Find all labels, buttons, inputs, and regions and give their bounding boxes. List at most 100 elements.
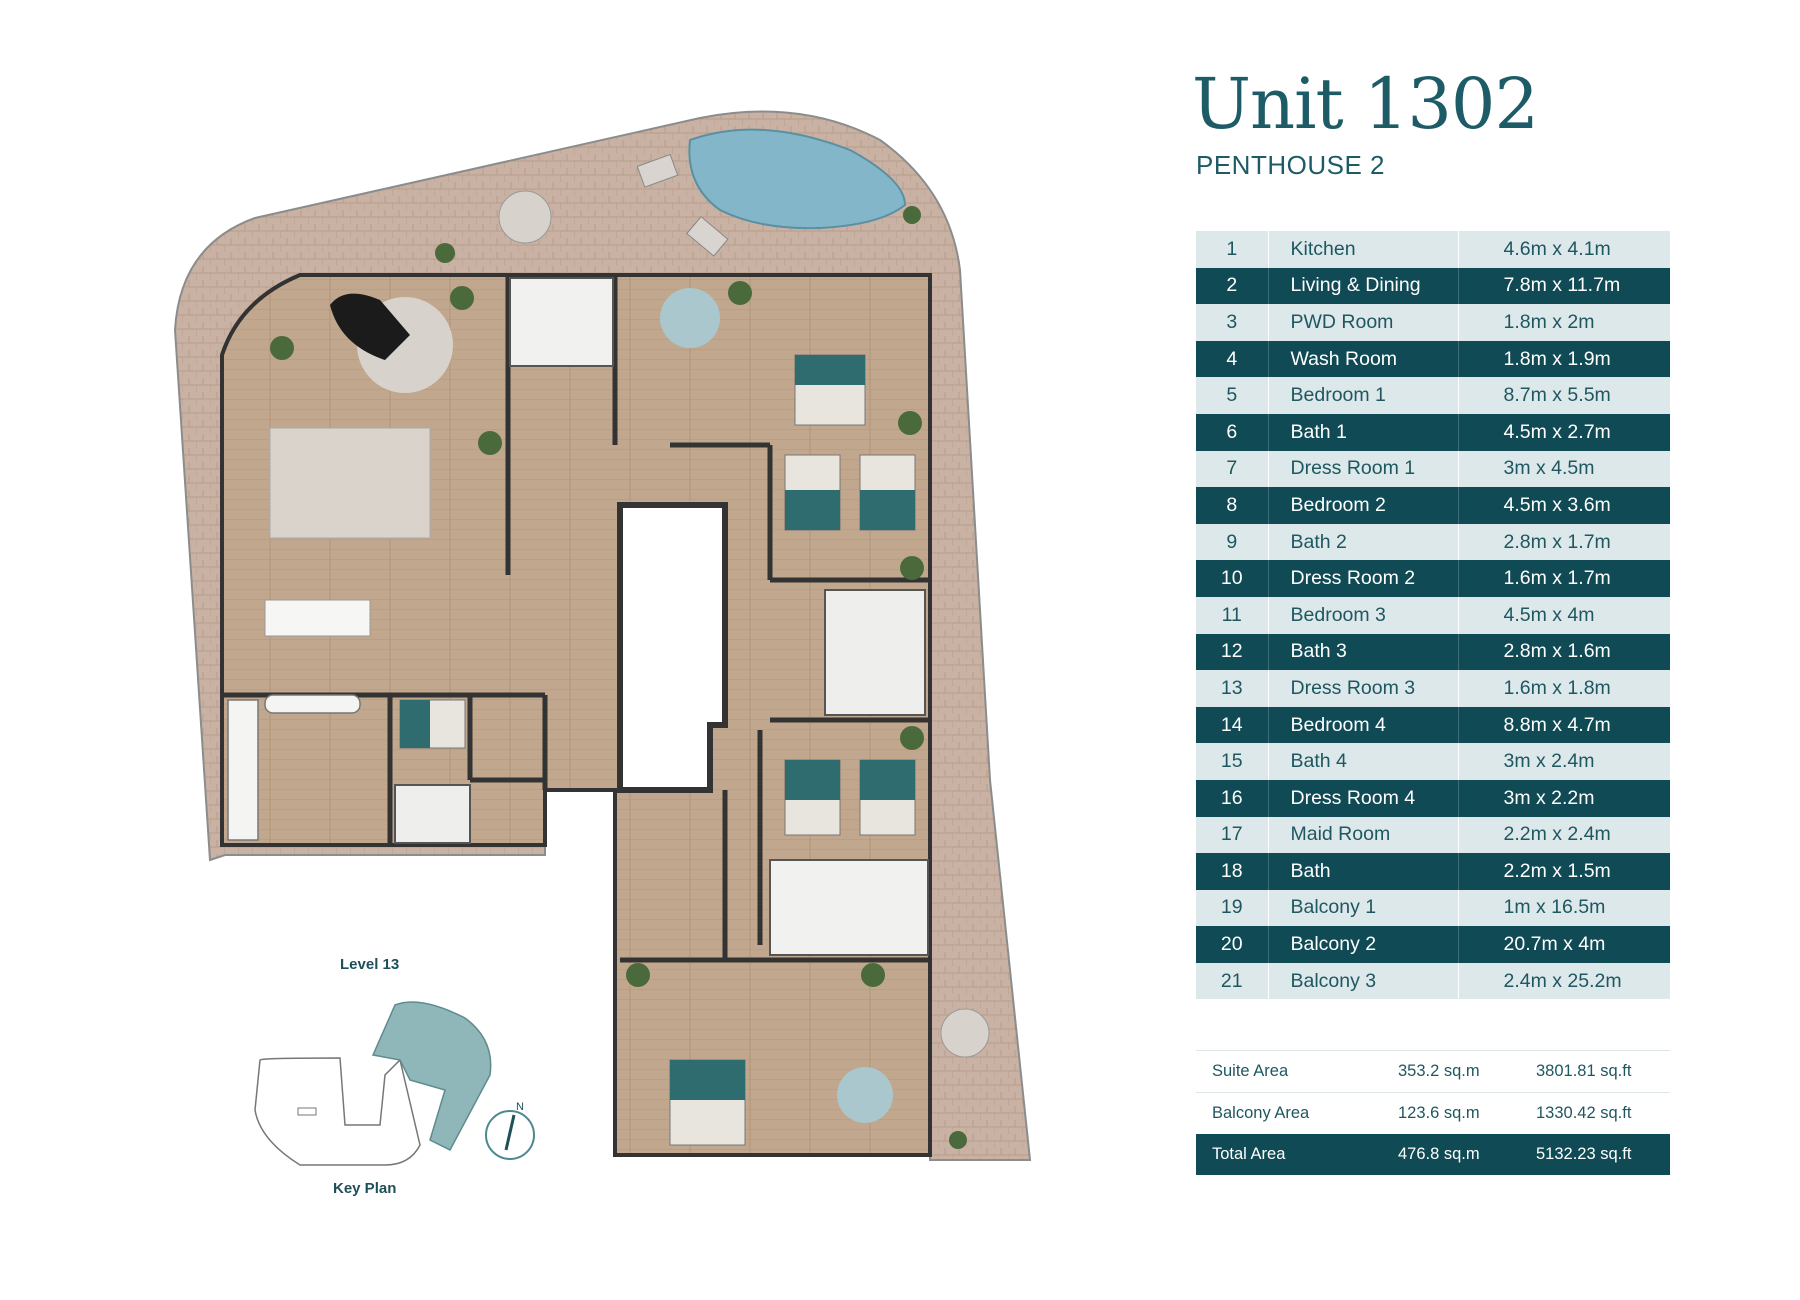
unit-title: Unit 1302 [1192, 63, 1539, 145]
room-size: 3m x 2.2m [1457, 779, 1670, 817]
key-plan-caption: Key Plan [333, 1180, 397, 1197]
bath-top [509, 277, 614, 367]
room-size: 7.8m x 11.7m [1457, 267, 1670, 305]
room-number: 10 [1196, 560, 1268, 597]
room-size: 2.8m x 1.6m [1457, 633, 1670, 671]
room-size: 8.7m x 5.5m [1457, 377, 1670, 414]
room-name: Maid Room [1267, 816, 1458, 854]
room-name: Wash Room [1267, 340, 1458, 378]
room-number: 20 [1196, 926, 1268, 963]
room-size: 4.5m x 3.6m [1457, 487, 1670, 524]
kitchen-island [264, 694, 361, 714]
room-number: 5 [1196, 377, 1268, 414]
room-name: Bath [1267, 853, 1458, 890]
north-label: N [516, 1101, 524, 1113]
room-name: Bath 4 [1267, 743, 1458, 780]
area-sqft: 1330.42 sq.ft [1536, 1092, 1670, 1134]
room-name: Dress Room 3 [1267, 670, 1458, 707]
core-void [617, 502, 728, 793]
room-number: 15 [1196, 743, 1268, 780]
room-size: 2.4m x 25.2m [1457, 962, 1670, 1000]
room-name: Kitchen [1267, 231, 1458, 268]
room-size: 1.8m x 1.9m [1457, 340, 1670, 378]
bath-bottom-right [769, 859, 929, 956]
level-label: Level 13 [340, 956, 400, 973]
bath-right-mid [824, 589, 926, 716]
area-label: Suite Area [1196, 1050, 1388, 1093]
room-number: 3 [1196, 304, 1268, 341]
room-size: 2.2m x 2.4m [1457, 816, 1670, 854]
room-size: 3m x 2.4m [1457, 743, 1670, 780]
room-number: 12 [1196, 633, 1268, 671]
room-number: 8 [1196, 487, 1268, 524]
plants [270, 206, 967, 1149]
room-number: 14 [1196, 706, 1268, 744]
pool [688, 128, 907, 230]
room-size: 1m x 16.5m [1457, 889, 1670, 927]
beds [399, 354, 916, 1146]
kitchen-counter [227, 699, 259, 841]
round-rug-top [660, 288, 720, 348]
room-number: 21 [1196, 962, 1268, 1000]
room-number: 7 [1196, 450, 1268, 488]
key-plan-drawing [254, 1001, 492, 1166]
room-name: Balcony 1 [1267, 889, 1458, 927]
room-size: 4.5m x 2.7m [1457, 413, 1670, 451]
room-name: Bedroom 3 [1267, 596, 1458, 634]
area-sqft: 3801.81 sq.ft [1536, 1050, 1670, 1093]
round-rug-bottom [837, 1067, 893, 1123]
room-name: Bedroom 2 [1267, 487, 1458, 524]
room-number: 9 [1196, 523, 1268, 561]
north-arrow: N [485, 1101, 535, 1160]
area-sqft: 5132.23 sq.ft [1536, 1134, 1670, 1175]
room-size: 2.2m x 1.5m [1457, 853, 1670, 890]
room-name: Balcony 3 [1267, 962, 1458, 1000]
room-number: 4 [1196, 340, 1268, 378]
room-number: 13 [1196, 670, 1268, 707]
room-number: 16 [1196, 779, 1268, 817]
room-name: Living & Dining [1267, 267, 1458, 305]
room-size: 2.8m x 1.7m [1457, 523, 1670, 561]
room-size: 4.5m x 4m [1457, 596, 1670, 634]
area-sqm: 353.2 sq.m [1388, 1050, 1536, 1093]
room-size: 20.7m x 4m [1457, 926, 1670, 963]
area-sqm: 123.6 sq.m [1388, 1092, 1536, 1134]
room-size: 1.8m x 2m [1457, 304, 1670, 341]
room-name: Bath 3 [1267, 633, 1458, 671]
room-size: 3m x 4.5m [1457, 450, 1670, 488]
area-label: Balcony Area [1196, 1092, 1388, 1134]
area-sqm: 476.8 sq.m [1388, 1134, 1536, 1175]
piano [330, 293, 410, 360]
room-name: Dress Room 4 [1267, 779, 1458, 817]
room-number: 6 [1196, 413, 1268, 451]
room-size: 8.8m x 4.7m [1457, 706, 1670, 744]
terrace-furniture [498, 153, 990, 1058]
room-name: Bath 1 [1267, 413, 1458, 451]
room-number: 18 [1196, 853, 1268, 890]
bath-maid [394, 784, 471, 844]
room-name: Bedroom 1 [1267, 377, 1458, 414]
